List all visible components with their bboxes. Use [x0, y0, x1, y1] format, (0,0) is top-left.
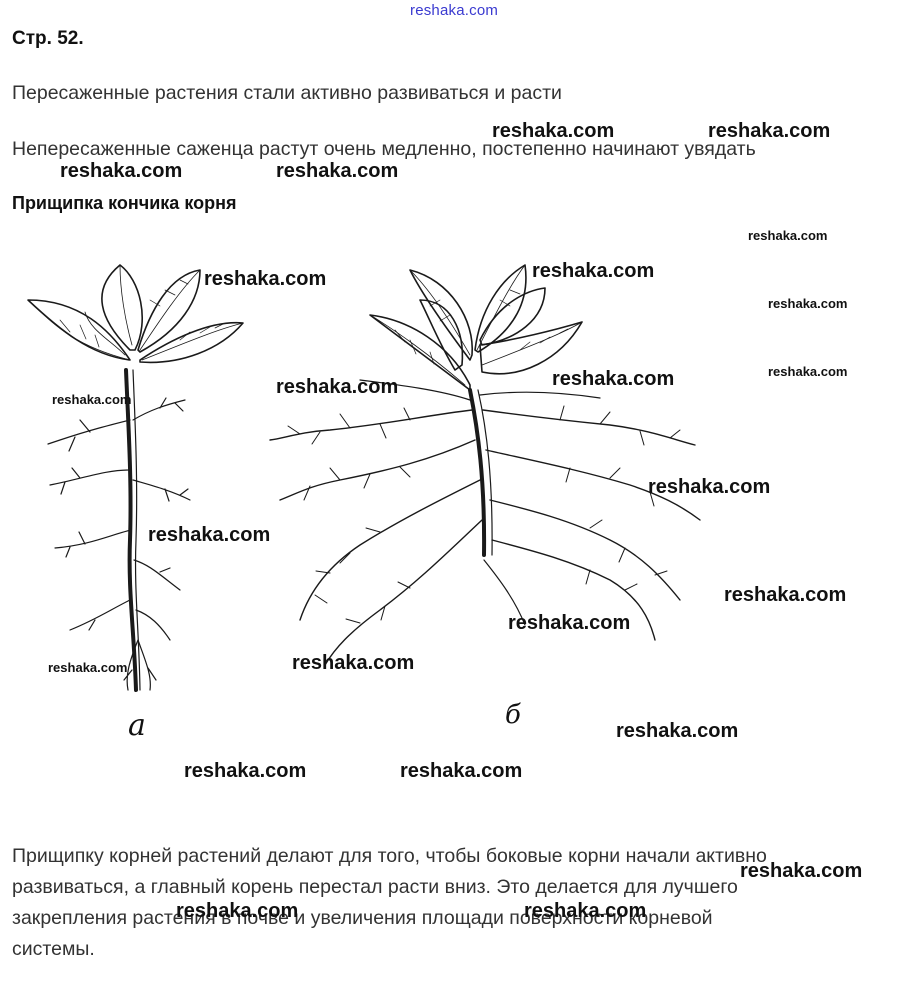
watermark: reshaka.com: [524, 900, 647, 922]
watermark: reshaka.com: [52, 392, 132, 407]
section-heading: Прищипка кончика корня: [12, 193, 237, 213]
watermark: reshaka.com: [276, 376, 399, 398]
plant-b-drawing: [269, 264, 701, 666]
watermark: reshaka.com: [532, 260, 655, 282]
watermark: reshaka.com: [276, 160, 399, 182]
watermark: reshaka.com: [292, 652, 415, 674]
watermark: reshaka.com: [708, 120, 831, 142]
watermark: reshaka.com: [768, 364, 848, 379]
watermark: reshaka.com: [616, 720, 739, 742]
pinching-explanation-paragraph: Прищипку корней растений делают для того…: [12, 841, 905, 965]
watermark: reshaka.com: [648, 476, 771, 498]
watermark: reshaka.com: [148, 524, 271, 546]
watermark: reshaka.com: [492, 120, 615, 142]
paragraph-line-1: Прищипку корней растений делают для того…: [12, 845, 767, 867]
transplanted-sentence: Пересаженные растения стали активно разв…: [12, 82, 562, 104]
plant-a-drawing: [27, 264, 244, 692]
watermark: reshaka.com: [748, 228, 828, 243]
watermark: reshaka.com: [724, 584, 847, 606]
paragraph-line-2: развиваться, а главный корень перестал р…: [12, 876, 738, 898]
watermark: reshaka.com: [768, 296, 848, 311]
watermark: reshaka.com: [400, 760, 523, 782]
watermark: reshaka.com: [176, 900, 299, 922]
watermark: reshaka.com: [740, 860, 863, 882]
figure-caption-a: а: [128, 708, 146, 743]
watermark: reshaka.com: [60, 160, 183, 182]
not-transplanted-sentence: Непересаженные саженца растут очень медл…: [12, 138, 756, 160]
watermark: reshaka.com: [204, 268, 327, 290]
top-watermark: reshaka.com: [410, 2, 499, 19]
figure-caption-b: б: [505, 700, 521, 730]
page-number-title: Стр. 52.: [12, 28, 84, 49]
watermark: reshaka.com: [508, 612, 631, 634]
watermark: reshaka.com: [552, 368, 675, 390]
watermark: reshaka.com: [184, 760, 307, 782]
paragraph-line-3: закрепления растения в почве и увеличени…: [12, 907, 713, 929]
paragraph-line-4: системы.: [12, 938, 95, 960]
watermark: reshaka.com: [48, 660, 128, 675]
